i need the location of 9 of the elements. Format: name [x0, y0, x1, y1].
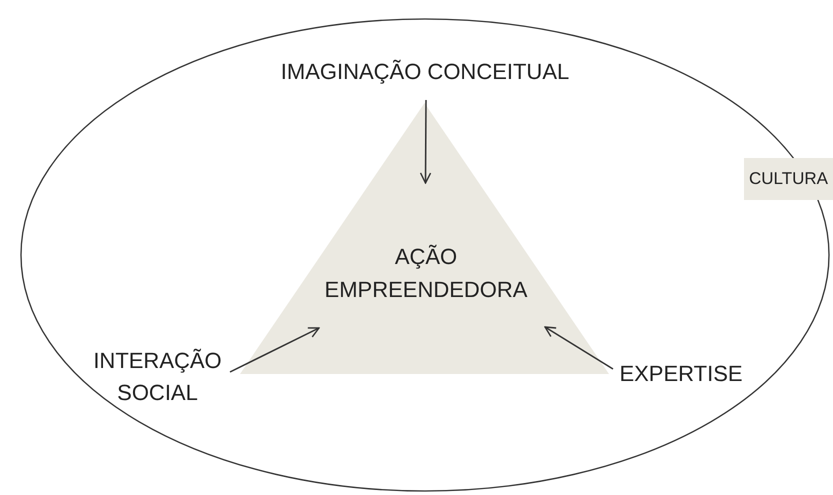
arrow: [420, 100, 432, 184]
triangle-shape: [240, 103, 609, 374]
node-label: IMAGINAÇÃO CONCEITUAL: [280, 58, 570, 86]
arrow: [230, 327, 320, 373]
node-label: EXPERTISE: [618, 360, 744, 388]
node-label: INTERAÇÃO SOCIAL: [92, 347, 223, 407]
ellipse-boundary: [20, 18, 830, 492]
node-label: AÇÃO EMPREENDEDORA: [324, 243, 528, 304]
arrow: [544, 326, 614, 370]
